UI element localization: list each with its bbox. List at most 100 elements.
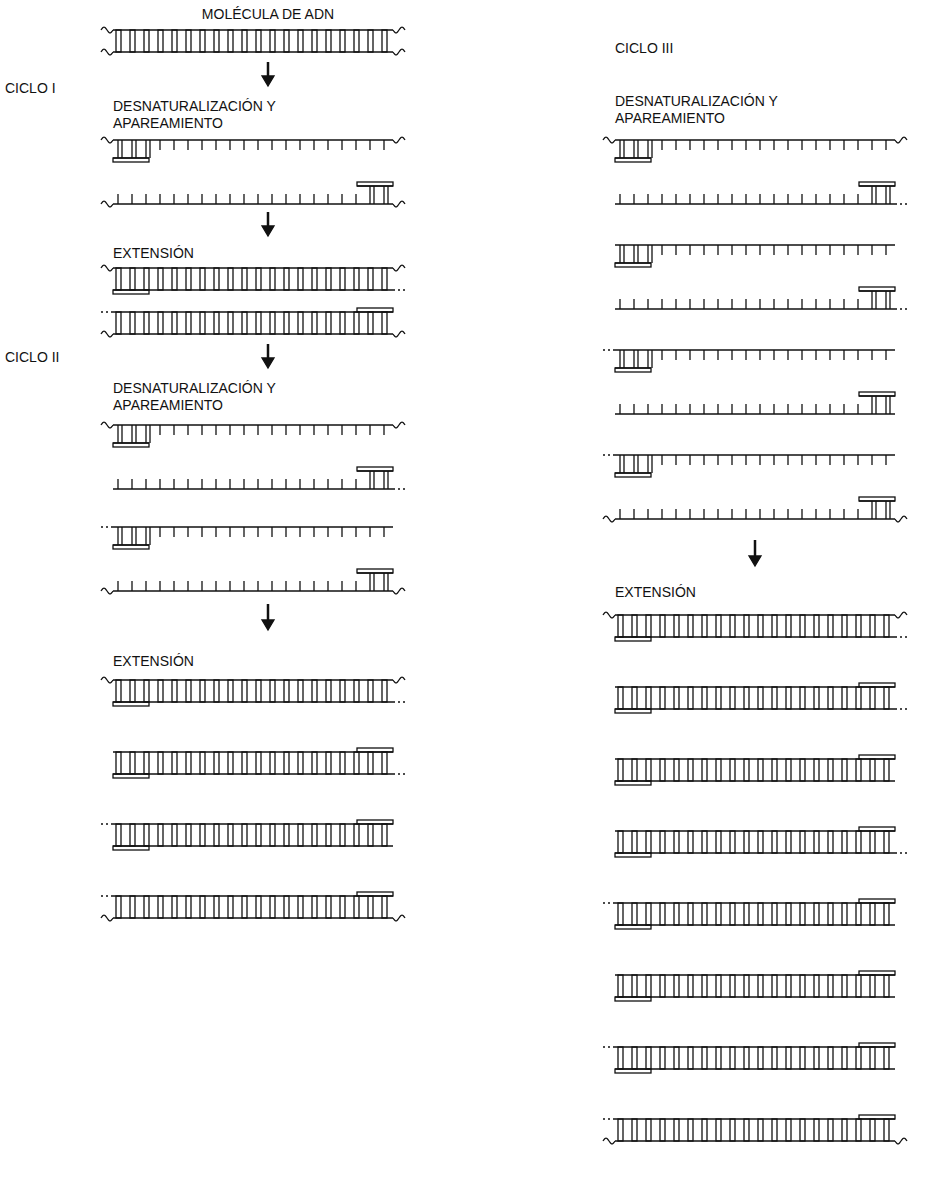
base-tick (619, 404, 620, 414)
base-tick (355, 140, 356, 150)
base-pair (368, 268, 373, 290)
base-tick (815, 509, 816, 519)
base-pair (340, 268, 345, 290)
base-pair (828, 1047, 833, 1069)
base-tick (633, 299, 634, 309)
base-pair (130, 896, 135, 918)
base-pair (786, 903, 791, 925)
base-pair (814, 759, 819, 781)
base-tick (145, 140, 146, 158)
base-tick (383, 573, 384, 591)
base-tick (619, 194, 620, 204)
backbone (113, 267, 393, 268)
base-pair (646, 975, 651, 997)
backbone (615, 686, 895, 687)
base-tick (271, 194, 272, 204)
base-pair (214, 680, 219, 702)
arrow-shaft (267, 604, 270, 622)
base-pair (270, 30, 275, 52)
base-pair (828, 975, 833, 997)
base-pair (730, 975, 735, 997)
base-tick (215, 194, 216, 204)
base-pair (242, 824, 247, 846)
backbone (615, 1140, 895, 1141)
arrow-head (262, 226, 274, 236)
base-pair (256, 268, 261, 290)
base-tick (355, 425, 356, 435)
base-tick (759, 194, 760, 204)
wavy-end (101, 915, 113, 921)
base-pair (312, 30, 317, 52)
base-tick (857, 299, 858, 309)
base-tick (383, 471, 384, 489)
base-pair (618, 759, 623, 781)
base-tick (271, 527, 272, 537)
base-pair (772, 831, 777, 853)
base-tick (703, 194, 704, 204)
base-tick (689, 404, 690, 414)
step-label: CICLO II (5, 349, 95, 366)
base-pair (688, 759, 693, 781)
base-tick (173, 140, 174, 150)
backbone (113, 289, 393, 290)
base-tick (159, 194, 160, 204)
backbone (615, 996, 895, 997)
dotted-end (99, 895, 113, 896)
base-tick (773, 509, 774, 519)
base-tick (159, 581, 160, 591)
base-tick (717, 404, 718, 414)
base-tick (313, 140, 314, 150)
base-tick (299, 425, 300, 435)
base-pair (758, 759, 763, 781)
base-tick (815, 245, 816, 255)
base-pair (186, 268, 191, 290)
base-pair (828, 903, 833, 925)
base-pair (214, 30, 219, 52)
base-pair (702, 831, 707, 853)
base-pair (186, 30, 191, 52)
base-pair (130, 268, 135, 290)
base-tick (369, 425, 370, 435)
base-pair (298, 752, 303, 774)
wavy-end (895, 137, 907, 143)
base-tick (745, 404, 746, 414)
base-pair (242, 896, 247, 918)
base-pair (228, 680, 233, 702)
base-tick (159, 527, 160, 537)
wavy-end (101, 137, 113, 143)
base-pair (856, 615, 861, 637)
base-pair (618, 615, 623, 637)
base-pair (214, 268, 219, 290)
base-tick (829, 350, 830, 360)
base-tick (243, 479, 244, 489)
base-pair (382, 268, 387, 290)
wavy-end (393, 137, 405, 143)
base-tick (383, 186, 384, 204)
base-tick (341, 527, 342, 537)
base-pair (814, 615, 819, 637)
primer (615, 368, 651, 372)
base-tick (885, 186, 886, 204)
base-tick (787, 299, 788, 309)
base-pair (326, 752, 331, 774)
base-pair (884, 903, 889, 925)
base-pair (786, 759, 791, 781)
arrow-head (262, 76, 274, 86)
backbone (113, 51, 393, 52)
primer (615, 263, 651, 267)
base-pair (814, 1047, 819, 1069)
primer (859, 899, 895, 903)
base-pair (702, 615, 707, 637)
base-tick (689, 455, 690, 465)
base-tick (215, 425, 216, 435)
base-tick (889, 186, 890, 204)
primer (859, 1115, 895, 1119)
base-pair (786, 831, 791, 853)
base-pair (200, 752, 205, 774)
base-pair (382, 824, 387, 846)
base-tick (121, 140, 122, 158)
base-pair (716, 687, 721, 709)
base-pair (744, 975, 749, 997)
base-pair (632, 1119, 637, 1141)
base-pair (716, 831, 721, 853)
